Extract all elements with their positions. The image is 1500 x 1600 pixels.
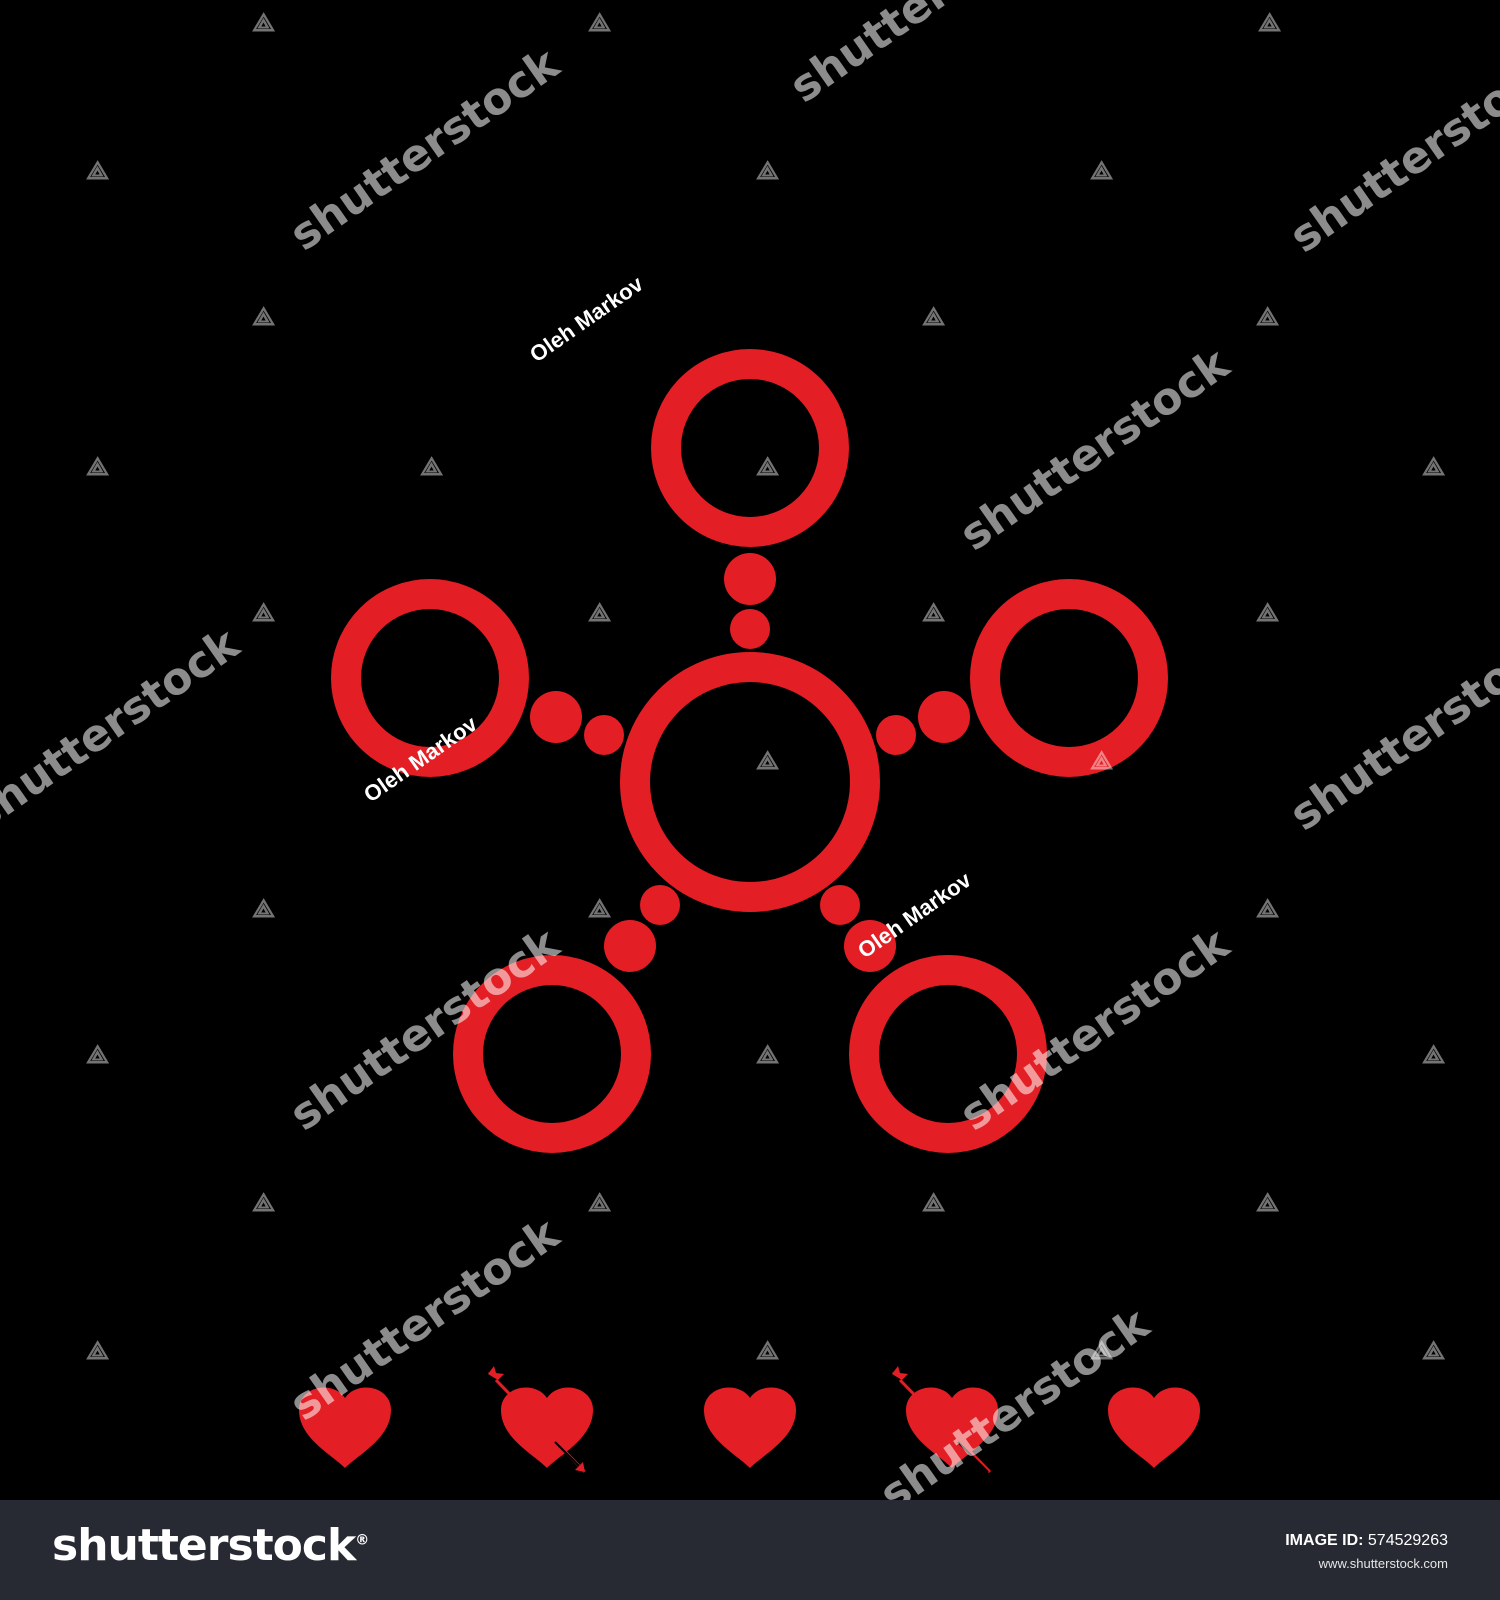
image-canvas: shutterstock shutterstock shutterstock s… bbox=[0, 0, 1500, 1521]
watermark-mark-icon: ⟁ bbox=[86, 156, 110, 186]
watermark-mark-icon: ⟁ bbox=[1090, 156, 1114, 186]
watermark-mark-icon: ⟁ bbox=[252, 1188, 276, 1218]
watermark-mark-icon: ⟁ bbox=[588, 598, 612, 628]
heart-icon bbox=[1108, 1387, 1200, 1468]
watermark-mark-icon: ⟁ bbox=[588, 8, 612, 38]
watermark-mark-icon: ⟁ bbox=[1422, 1040, 1446, 1070]
watermark-mark-icon: ⟁ bbox=[86, 452, 110, 482]
watermark-mark-icon: ⟁ bbox=[1256, 598, 1280, 628]
watermark-mark-icon: ⟁ bbox=[922, 598, 946, 628]
hearts-row bbox=[299, 1366, 1200, 1474]
top-ring bbox=[651, 349, 849, 547]
watermark-mark-icon: ⟁ bbox=[252, 8, 276, 38]
bottom-left-ring bbox=[453, 955, 651, 1153]
watermark-mark-icon: ⟁ bbox=[756, 1040, 780, 1070]
footer-logo: shutterstock® bbox=[52, 1520, 369, 1571]
icon-artwork bbox=[299, 349, 1200, 1474]
image-id-value: 574529263 bbox=[1367, 1532, 1448, 1549]
watermark-mark-icon: ⟁ bbox=[86, 1040, 110, 1070]
footer-logo-mark: ® bbox=[355, 1532, 369, 1549]
center-ring bbox=[620, 652, 880, 912]
image-id-label: IMAGE ID: bbox=[1285, 1532, 1364, 1549]
footer-bar: shutterstock® IMAGE ID: 574529263 www.sh… bbox=[0, 1500, 1500, 1600]
watermark-mark-icon: ⟁ bbox=[1422, 452, 1446, 482]
heart-icon bbox=[704, 1387, 796, 1468]
image-id: IMAGE ID: 574529263 bbox=[1285, 1532, 1448, 1550]
watermark-mark-icon: ⟁ bbox=[922, 1188, 946, 1218]
watermark-mark-icon: ⟁ bbox=[252, 894, 276, 924]
left-ring bbox=[331, 579, 529, 777]
watermark-mark-icon: ⟁ bbox=[252, 598, 276, 628]
network-nodes-icon bbox=[331, 349, 1168, 1153]
footer-url: www.shutterstock.com bbox=[1318, 1556, 1448, 1571]
watermark-mark-icon: ⟁ bbox=[588, 894, 612, 924]
watermark-mark-icon: ⟁ bbox=[86, 1336, 110, 1366]
bottom-right-ring bbox=[849, 955, 1047, 1153]
connector-dots bbox=[530, 553, 970, 972]
heart-with-arrow-icon bbox=[488, 1366, 593, 1474]
watermark-mark-icon: ⟁ bbox=[1256, 1188, 1280, 1218]
right-ring bbox=[970, 579, 1168, 777]
watermark-mark-icon: ⟁ bbox=[1258, 8, 1282, 38]
watermark-mark-icon: ⟁ bbox=[1256, 302, 1280, 332]
heart-with-arrow-icon bbox=[892, 1366, 998, 1474]
watermark-mark-icon: ⟁ bbox=[1090, 746, 1114, 776]
watermark-mark-icon: ⟁ bbox=[1090, 1336, 1114, 1366]
watermark-mark-icon: ⟁ bbox=[756, 746, 780, 776]
watermark-mark-icon: ⟁ bbox=[756, 452, 780, 482]
watermark-mark-icon: ⟁ bbox=[252, 302, 276, 332]
watermark-mark-icon: ⟁ bbox=[756, 1336, 780, 1366]
watermark-mark-icon: ⟁ bbox=[420, 452, 444, 482]
watermark-mark-icon: ⟁ bbox=[922, 302, 946, 332]
watermark-mark-icon: ⟁ bbox=[1422, 1336, 1446, 1366]
watermark-mark-icon: ⟁ bbox=[756, 156, 780, 186]
watermark-mark-icon: ⟁ bbox=[588, 1188, 612, 1218]
footer-logo-text: shutterstock bbox=[52, 1520, 356, 1571]
watermark-mark-icon: ⟁ bbox=[1256, 894, 1280, 924]
